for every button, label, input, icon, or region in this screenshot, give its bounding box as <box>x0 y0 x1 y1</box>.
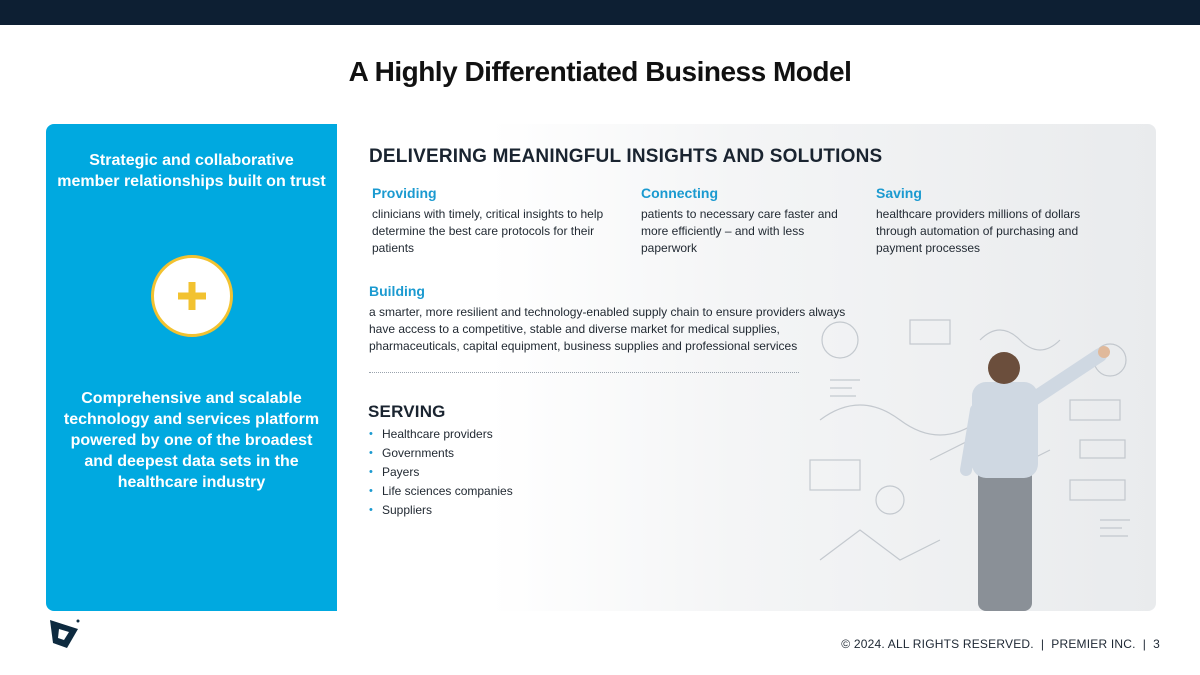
bullet: • <box>369 466 373 478</box>
top-bar <box>0 0 1200 25</box>
list-item: • Payers <box>369 463 513 482</box>
serving-list: • Healthcare providers • Governments • Paye… <box>369 425 513 520</box>
list-item: • Suppliers <box>369 501 513 520</box>
plus-icon <box>151 255 233 337</box>
bullet: • <box>369 504 373 516</box>
delivering-heading: DELIVERING MEANINGFUL INSIGHTS AND SOLUT… <box>369 146 883 167</box>
premier-logo-icon <box>50 619 80 648</box>
connecting-text: patients to necessary care faster and mo… <box>641 207 838 255</box>
providing-title: Providing <box>372 185 437 201</box>
building-text: a smarter, more resilient and technology… <box>369 305 846 353</box>
list-item: • Governments <box>369 444 513 463</box>
providing-text: clinicians with timely, critical insight… <box>372 207 604 255</box>
man-figure <box>960 346 1110 611</box>
serving-item-label: Governments <box>382 446 455 460</box>
platform-text: Comprehensive and scalable technology an… <box>63 390 320 491</box>
bullet: • <box>369 447 373 459</box>
relationships-text: Strategic and collaborative member relat… <box>57 152 326 190</box>
section-divider <box>369 372 799 373</box>
serving-item-label: Healthcare providers <box>382 427 493 441</box>
left-blue-panel: Strategic and collaborative member relat… <box>46 124 337 611</box>
list-item: • Life sciences companies <box>369 482 513 501</box>
plus-icon-graphic <box>178 282 206 310</box>
slide-title: A Highly Differentiated Business Model <box>348 56 852 87</box>
serving-item-label: Life sciences companies <box>382 484 513 498</box>
bullet: • <box>369 485 373 497</box>
bullet: • <box>369 428 373 440</box>
list-item: • Healthcare providers <box>369 425 513 444</box>
serving-heading: SERVING <box>368 402 446 421</box>
connecting-title: Connecting <box>641 185 718 201</box>
footer-copyright: © 2024. ALL RIGHTS RESERVED. | PREMIER I… <box>841 637 1160 651</box>
saving-text: healthcare providers millions of dollars… <box>876 207 1081 255</box>
building-title: Building <box>369 283 425 299</box>
saving-title: Saving <box>876 185 922 201</box>
man-drawing-illustration <box>809 319 1130 611</box>
serving-item-label: Payers <box>382 465 420 479</box>
serving-item-label: Suppliers <box>382 503 433 517</box>
